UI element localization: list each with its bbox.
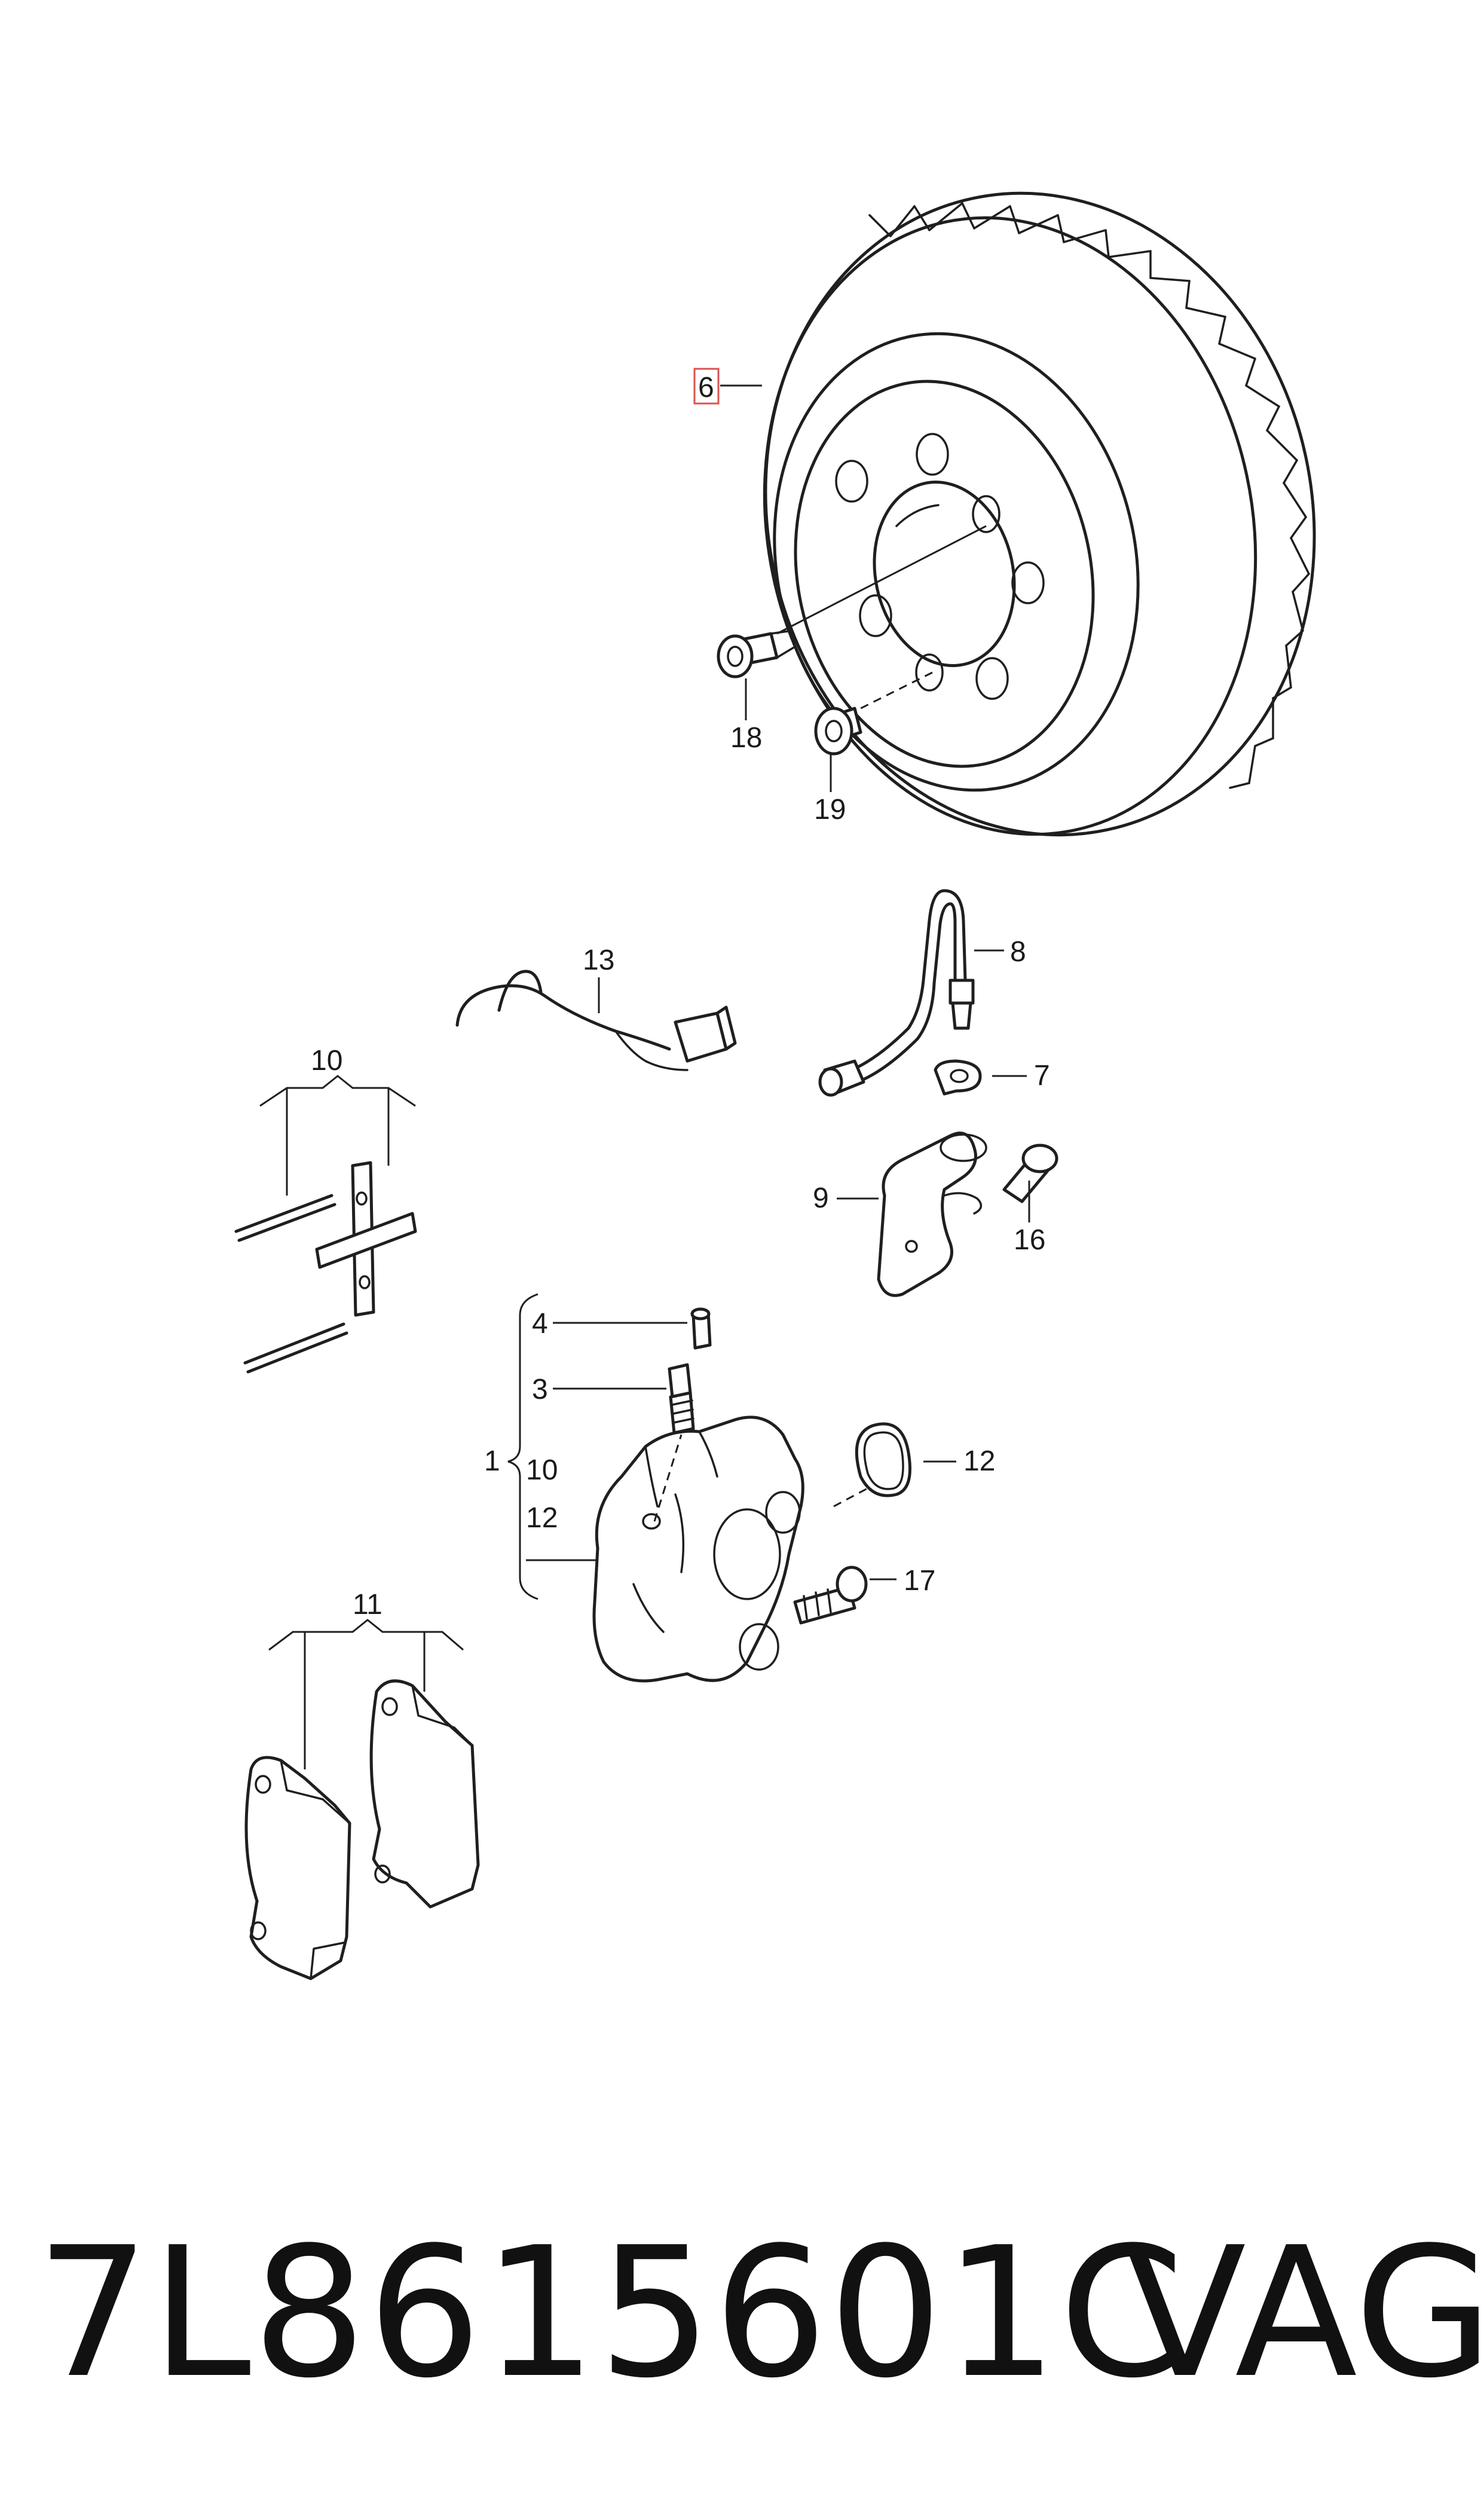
callout-12b: 12	[526, 1502, 558, 1534]
callout-11: 11	[353, 1589, 383, 1621]
brake-disc	[763, 191, 1316, 837]
callout-8: 8	[1010, 936, 1026, 968]
callout-6-highlight	[693, 368, 720, 405]
callout-17: 17	[904, 1565, 935, 1597]
bleed-cap-4	[690, 1307, 712, 1350]
brand-label: VAG	[1124, 2209, 1484, 2417]
caliper-bolt-17	[793, 1566, 868, 1625]
bracket-bolt-16	[1002, 1144, 1058, 1203]
callout-10a: 10	[311, 1045, 342, 1077]
brake-line	[818, 889, 975, 1097]
disc-bolt-19	[814, 707, 862, 756]
callout-4: 4	[532, 1308, 548, 1340]
wear-sensor	[455, 970, 737, 1071]
bleed-screw-3	[668, 1363, 695, 1435]
callout-16: 16	[1014, 1224, 1045, 1256]
callout-6: 6	[698, 372, 714, 403]
bracket-9	[877, 1132, 987, 1297]
callout-7: 7	[1034, 1060, 1050, 1092]
disc-bolt-18	[717, 629, 796, 678]
seal-ring-12	[855, 1422, 911, 1497]
callout-18: 18	[730, 722, 762, 754]
brake-caliper	[592, 1416, 879, 1683]
callout-13: 13	[583, 944, 614, 976]
callout-1: 1	[484, 1445, 500, 1477]
callout-19: 19	[814, 794, 846, 826]
brake-pads	[244, 1679, 480, 1980]
callout-3: 3	[532, 1374, 548, 1405]
guide-pins-and-spring	[234, 1161, 417, 1374]
part-number: 7L8615601C	[36, 2209, 1186, 2417]
callout-9: 9	[813, 1182, 829, 1214]
callout-12a: 12	[963, 1445, 995, 1477]
bracket-clip-7	[934, 1059, 982, 1096]
callout-10b: 10	[526, 1454, 558, 1486]
